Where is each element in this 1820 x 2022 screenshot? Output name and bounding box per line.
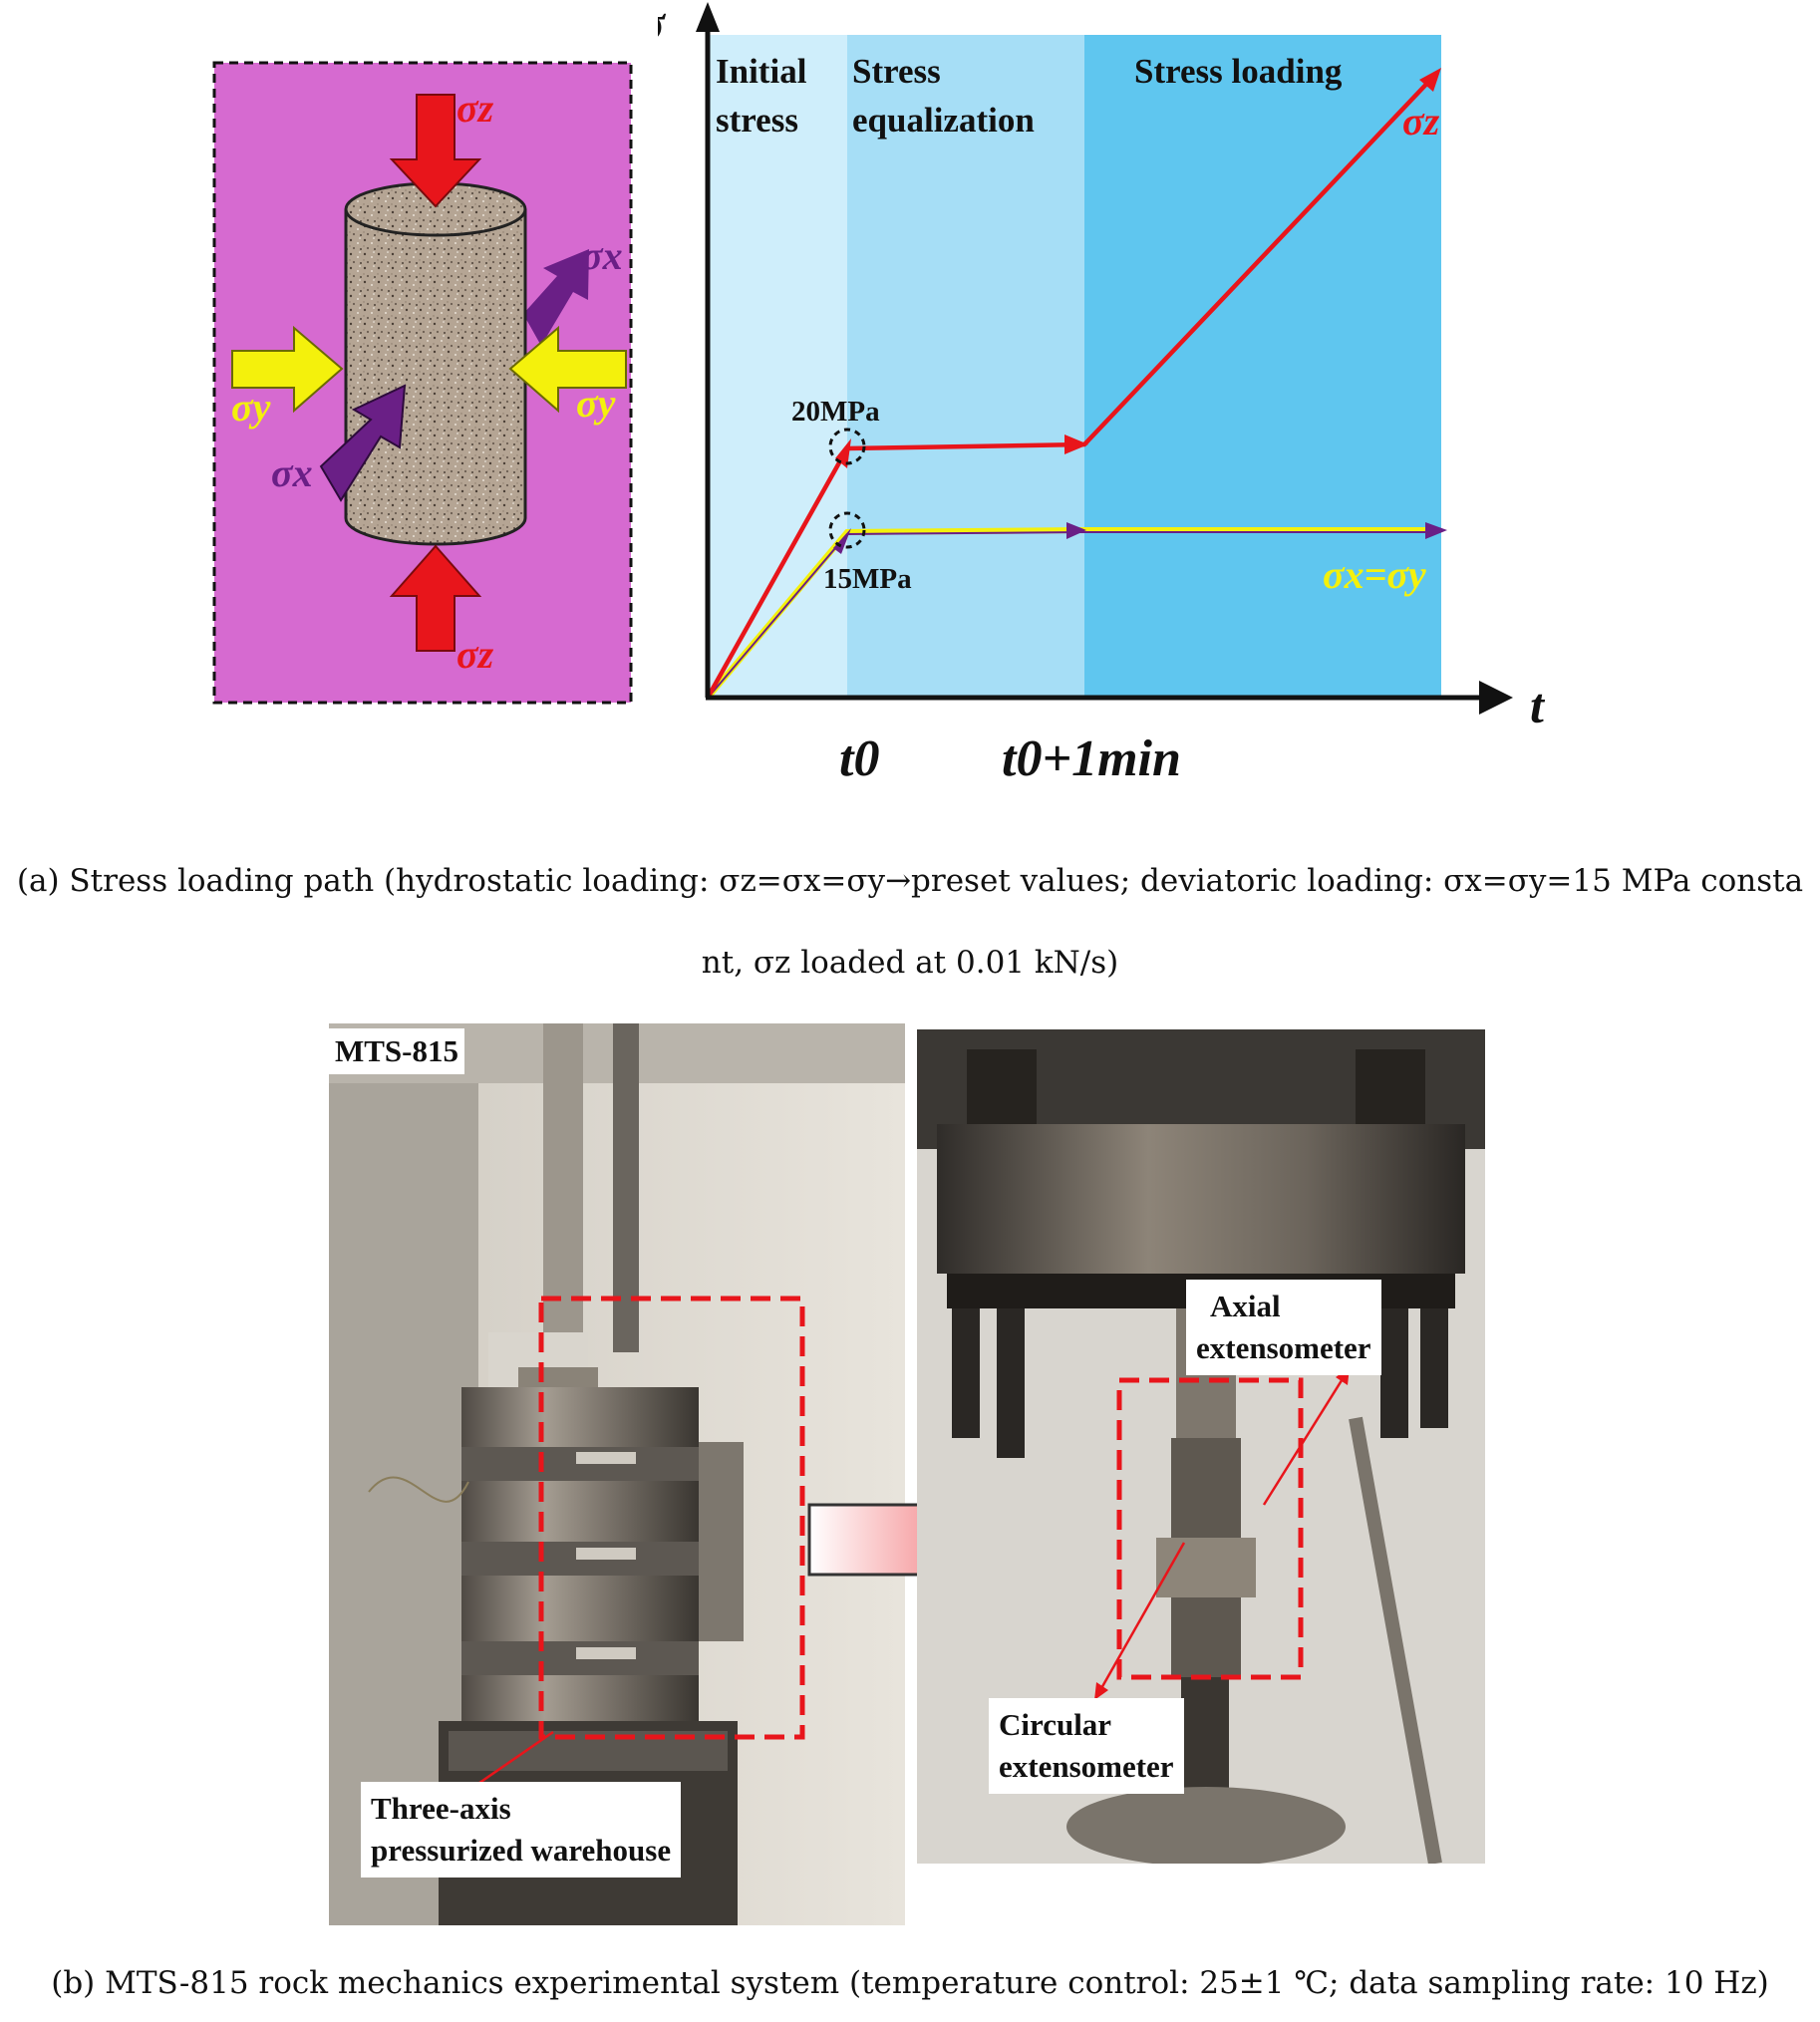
mts815-machine-photo (329, 1023, 905, 1925)
x-axis-label: t (1530, 678, 1546, 733)
sigma-y-right-arrow (508, 325, 627, 414)
loading-path-graph: Initial stress Stress equalization Stres… (658, 0, 1546, 787)
warehouse-label: Three-axis pressurized warehouse (361, 1782, 682, 1878)
sigma-y-left-label: σy (231, 385, 271, 430)
circular-leader-line (1094, 1542, 1186, 1700)
curve-sigma-z-label: σz (1402, 99, 1440, 144)
sigma-x-back-label: σx (581, 233, 623, 278)
sigma-x-curve (709, 531, 1425, 697)
sigma-z-arrowhead-3 (1419, 68, 1441, 92)
point-15mpa-marker (828, 511, 866, 549)
sigma-x-front-label: σx (271, 450, 313, 495)
phase-equalization-band (847, 35, 1084, 698)
specimen-schematic: σz σz σx σx σy σy (212, 61, 633, 705)
phase-equalization-label-1: Stress (852, 52, 941, 91)
axial-extensometer-label: Axial extensometer (1186, 1280, 1381, 1375)
sigma-y-left-arrow (231, 325, 344, 414)
rock-specimen-cylinder (344, 209, 527, 546)
tick-t0-1min-label: t0+1min (1002, 730, 1181, 787)
axial-label-line2: extensometer (1196, 1329, 1371, 1365)
extensometer-highlight-box (1116, 1377, 1304, 1680)
axial-label-line1: Axial (1210, 1289, 1281, 1323)
circular-label-line2: extensometer (999, 1748, 1174, 1784)
sigma-z-top-label: σz (456, 86, 494, 131)
phase-equalization-label-2: equalization (852, 101, 1035, 140)
circular-label-line1: Circular (999, 1707, 1112, 1742)
caption-a-line1: (a) Stress loading path (hydrostatic loa… (16, 863, 1804, 899)
tick-t0-label: t0 (839, 730, 879, 787)
mts815-label: MTS-815 (329, 1028, 464, 1074)
sigma-z-curve (706, 73, 1437, 700)
sigma-z-bottom-label: σz (456, 632, 494, 677)
phase-initial-label-2: stress (716, 101, 798, 140)
curve-sigma-xy-label: σx=σy (1323, 552, 1426, 597)
sigma-x-arrowhead-1 (833, 528, 851, 554)
caption-b: (b) MTS-815 rock mechanics experimental … (51, 1965, 1769, 2001)
axial-leader-line (1262, 1367, 1350, 1506)
phase-loading-label: Stress loading (1134, 52, 1343, 91)
sigma-y-right-label: σy (576, 381, 616, 426)
sigma-x-arrowhead-3 (1425, 522, 1447, 539)
phase-initial-band (708, 35, 847, 698)
phase-initial-label-1: Initial (716, 52, 807, 91)
sigma-z-top-arrow (389, 94, 482, 208)
sigma-z-arrowhead-2 (1064, 434, 1088, 454)
annotation-15mpa: 15MPa (823, 563, 912, 595)
circular-extensometer-label: Circular extensometer (989, 1698, 1184, 1794)
y-axis-arrowhead (696, 2, 720, 32)
phase-loading-band (1084, 35, 1441, 698)
sigma-z-bottom-arrow (389, 544, 482, 652)
sigma-x-arrowhead-2 (1066, 522, 1086, 539)
warehouse-label-line1: Three-axis (371, 1791, 511, 1826)
warehouse-label-line2: pressurized warehouse (371, 1832, 672, 1868)
annotation-20mpa: 20MPa (791, 396, 880, 428)
y-axis-label: σ (658, 0, 667, 51)
point-20mpa-marker (828, 428, 866, 465)
warehouse-highlight-box (538, 1296, 805, 1740)
caption-a-line2: nt, σz loaded at 0.01 kN/s) (701, 945, 1119, 981)
sigma-x-front-arrow (319, 384, 407, 502)
sigma-x-back-arrow (523, 249, 589, 346)
x-axis-arrowhead (1479, 681, 1513, 715)
